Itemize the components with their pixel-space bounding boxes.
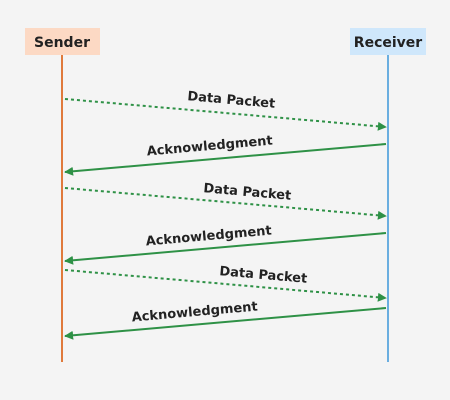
receiver-box [350,28,426,55]
sender-box [25,28,100,55]
receiver-label: Receiver [354,35,422,51]
message-label: Data Packet [219,264,308,287]
message-label: Data Packet [187,89,276,112]
receiver-participant: Receiver [350,28,426,55]
message-6: Acknowledgment [64,300,387,340]
message-arrow [64,307,387,340]
message-1: Data Packet [64,89,387,131]
message-arrow [64,143,387,176]
sender-label: Sender [34,35,90,51]
sender-participant: Sender [25,28,100,55]
message-2: Acknowledgment [64,134,387,176]
message-4: Acknowledgment [64,224,387,265]
message-3: Data Packet [64,181,387,220]
message-arrow [64,232,387,265]
message-5: Data Packet [64,264,387,302]
